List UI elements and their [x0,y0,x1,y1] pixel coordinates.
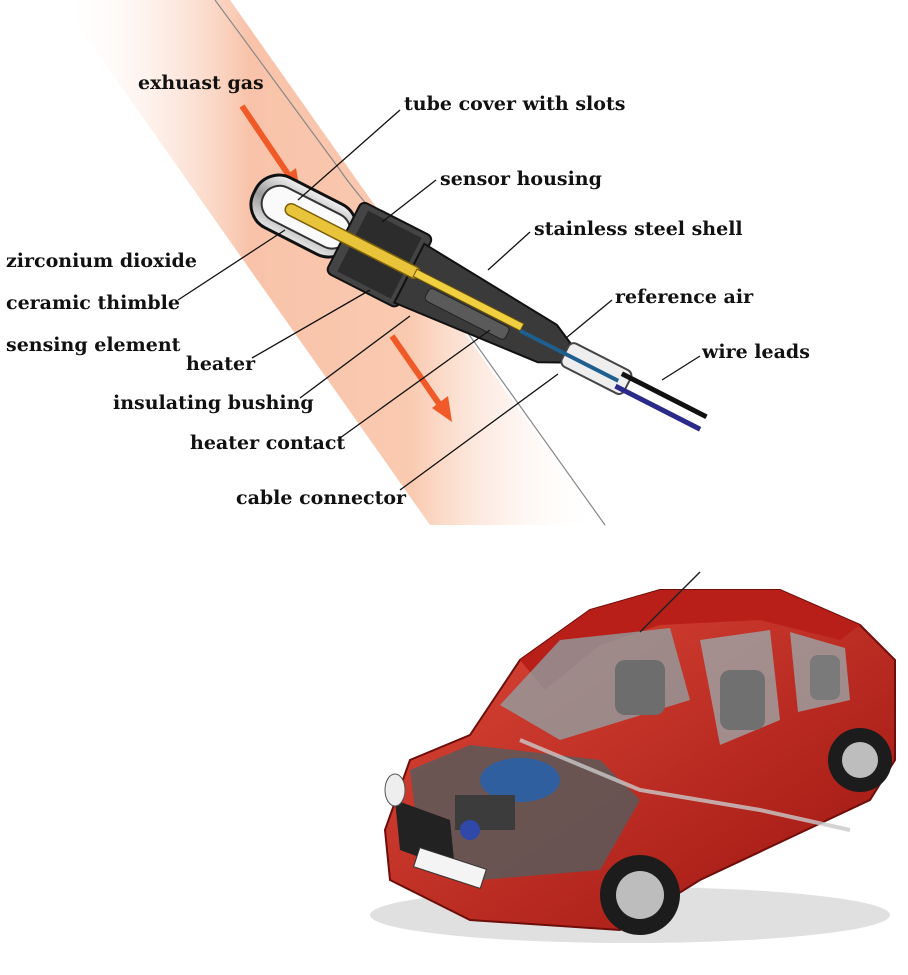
label-exhaust-gas: exhuast gas [138,72,264,94]
label-insulating-bushing: insulating bushing [113,392,314,414]
label-cable-connector: cable connector [236,487,407,509]
car-illustration [370,571,896,943]
label-reference-air: reference air [615,286,754,308]
label-heater: heater [186,353,256,375]
label-tube-cover: tube cover with slots [404,93,626,115]
label-wire-leads: wire leads [702,341,810,363]
label-stainless-shell: stainless steel shell [534,218,743,240]
label-sensing-element: sensing element [6,334,181,356]
label-heater-contact: heater contact [190,432,346,454]
label-zirconium: zirconium dioxide [6,250,197,272]
leader-lines [177,109,701,491]
exhaust-arrow-out [389,334,452,422]
label-ceramic-thimble: ceramic thimble [6,292,180,314]
label-sensor-housing: sensor housing [440,168,602,190]
oxygen-sensor-body [249,173,708,432]
